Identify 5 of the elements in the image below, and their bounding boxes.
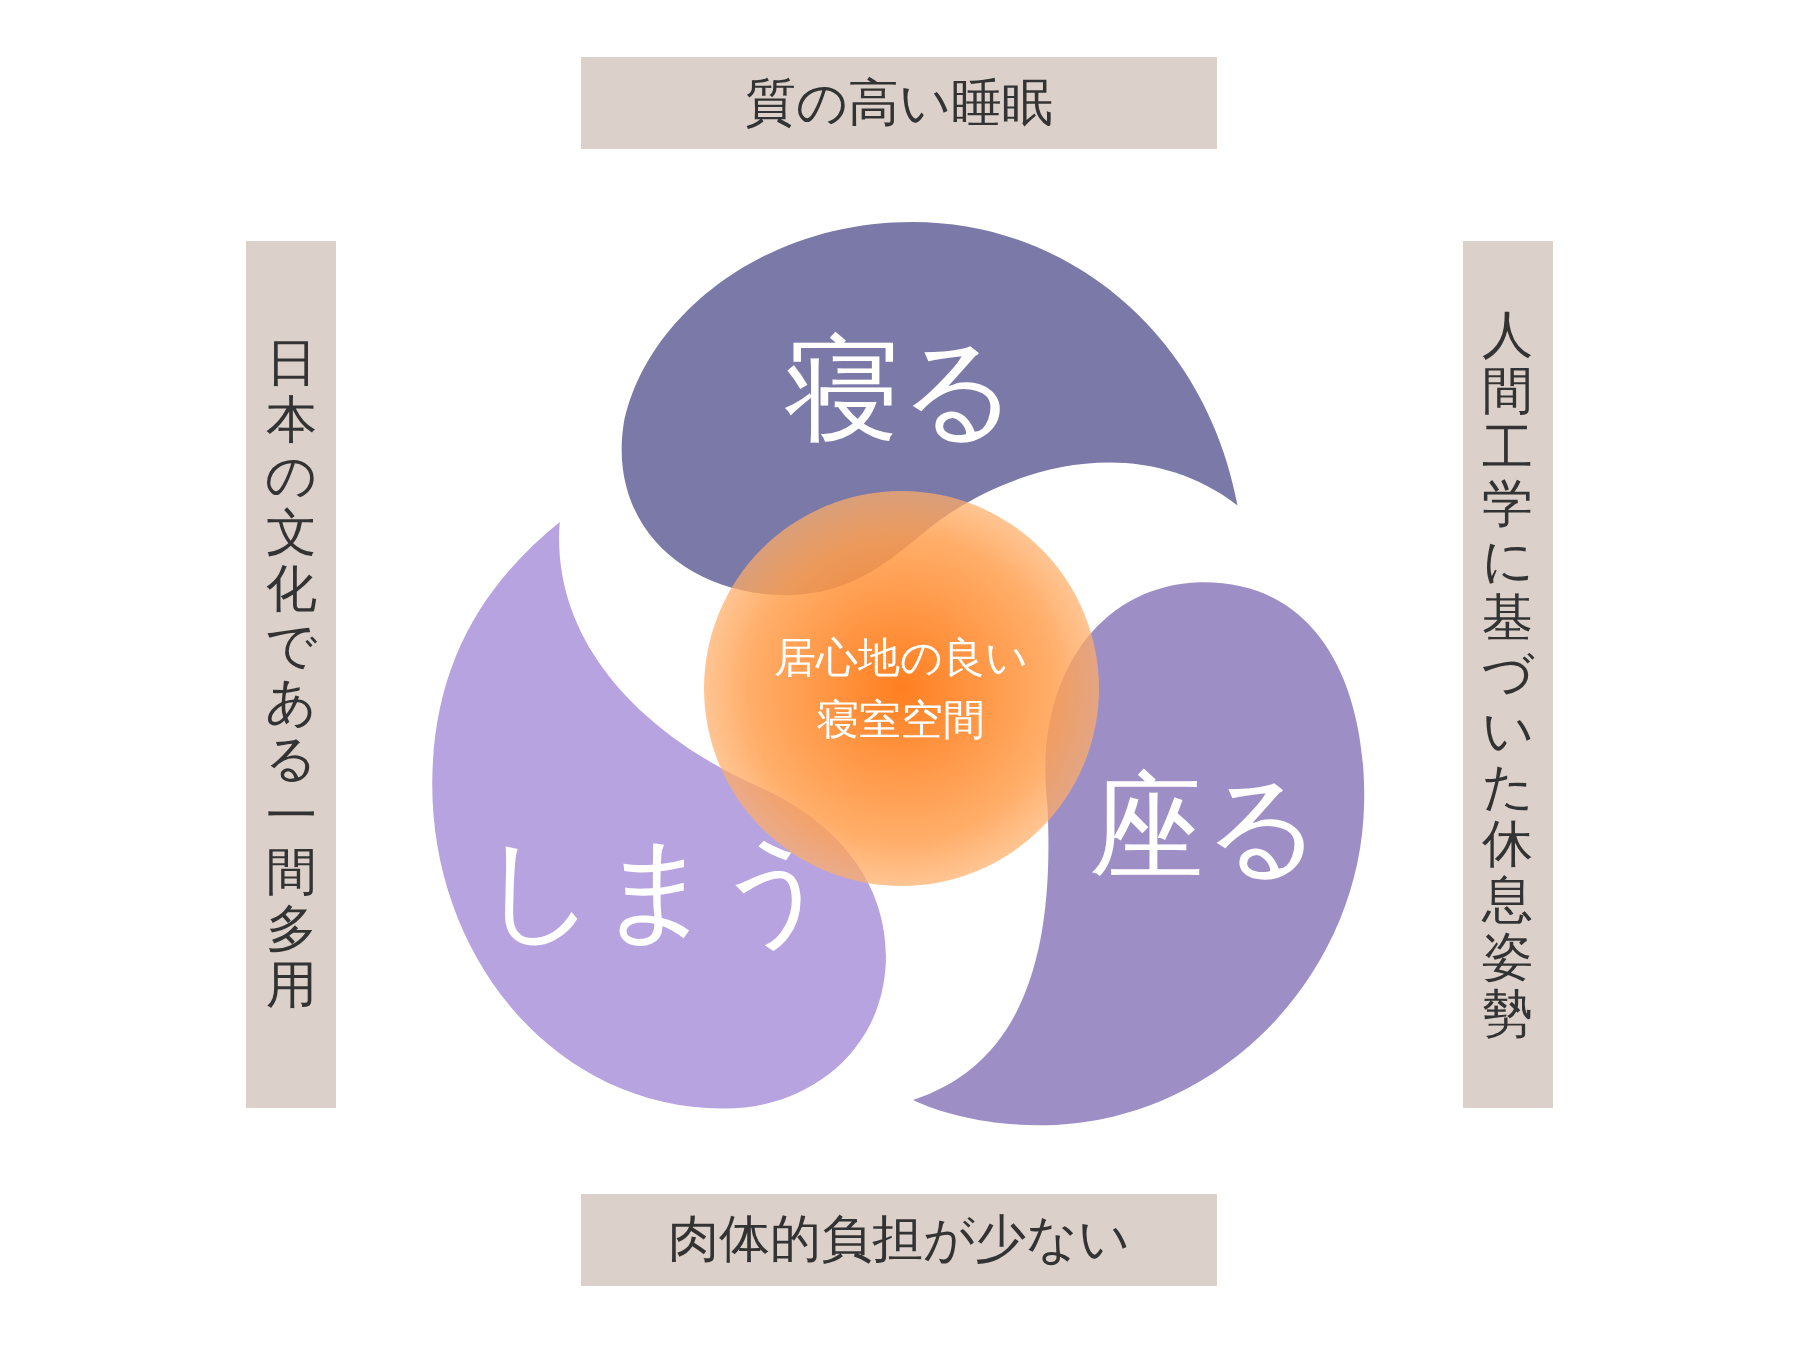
caption-box: 日本の文化である一間多用 (245, 241, 337, 1108)
caption-box: 質の高い睡眠 (580, 57, 1217, 150)
shape-label: 寝る (784, 320, 1018, 458)
caption-box: 人間工学に基づいた休息姿勢 (1462, 241, 1554, 1108)
caption-box: 肉体的負担が少ない (580, 1193, 1217, 1286)
